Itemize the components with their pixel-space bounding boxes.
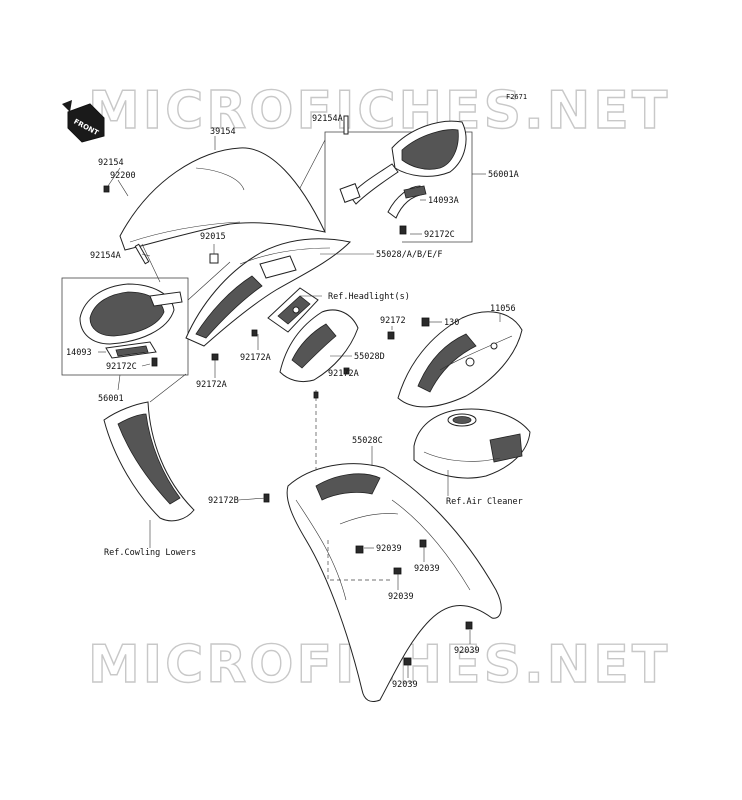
label-92039-e: 92039 — [392, 680, 418, 690]
inner-cowl-upper — [185, 238, 352, 347]
label-55028c: 55028C — [352, 436, 383, 446]
label-11056: 11056 — [490, 304, 516, 314]
cover-11056 — [397, 311, 523, 408]
ref-headlight: Ref.Headlight(s) — [328, 292, 410, 302]
label-14093a: 14093A — [428, 196, 459, 206]
label-92172a-bottom-left: 92172A — [196, 380, 227, 390]
mirror-left-box — [61, 277, 189, 376]
label-56001: 56001 — [98, 394, 124, 404]
label-55028d: 55028D — [354, 352, 385, 362]
ref-cowling-lowers: Ref.Cowling Lowers — [104, 548, 196, 558]
mirror-right-box — [324, 131, 473, 243]
label-92172a-bottom-right: 92172A — [328, 369, 359, 379]
label-92172b: 92172B — [208, 496, 239, 506]
label-92039-c: 92039 — [388, 592, 414, 602]
label-56001a: 56001A — [488, 170, 519, 180]
duct-55028d — [279, 309, 359, 383]
label-92200: 92200 — [110, 171, 136, 181]
label-92039-b: 92039 — [414, 564, 440, 574]
mirror-right-part — [339, 120, 467, 205]
headlight-bracket — [267, 287, 319, 333]
clip-92015 — [209, 253, 219, 264]
mirror-left-part — [79, 283, 183, 345]
label-130: 130 — [444, 318, 459, 328]
label-92154: 92154 — [98, 158, 124, 168]
label-92172c-left: 92172C — [106, 362, 137, 372]
label-39154: 39154 — [210, 127, 236, 137]
front-arrow-icon: FRONT — [62, 100, 105, 143]
label-92039-d: 92039 — [454, 646, 480, 656]
label-92172-right: 92172 — [380, 316, 406, 326]
label-92172a-mid: 92172A — [240, 353, 271, 363]
mirror-stay-left — [105, 341, 157, 359]
figure-code: F2671 — [506, 93, 527, 101]
label-92154a-left: 92154A — [90, 251, 121, 261]
label-55028abef: 55028/A/B/E/F — [376, 250, 443, 260]
ref-air-cleaner: Ref.Air Cleaner — [446, 497, 523, 507]
main-fairing-55028c — [286, 463, 502, 703]
label-92015: 92015 — [200, 232, 226, 242]
air-cleaner-part — [413, 408, 531, 479]
label-92154a-top: 92154A — [312, 114, 343, 124]
label-14093: 14093 — [66, 348, 92, 358]
cowling-lower-left — [103, 401, 195, 522]
watermark-top: MICROFICHES.NET — [88, 81, 670, 141]
mirror-stay-right — [387, 185, 427, 219]
windscreen-part — [119, 147, 326, 251]
label-92172c-top: 92172C — [424, 230, 455, 240]
label-92039-a: 92039 — [376, 544, 402, 554]
